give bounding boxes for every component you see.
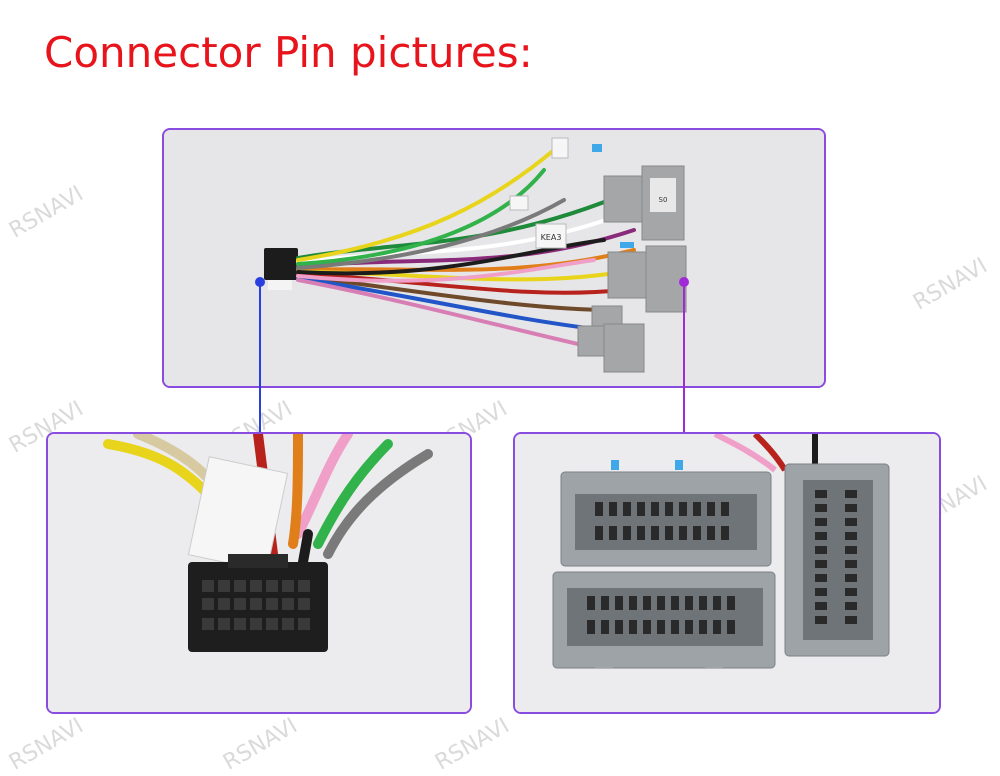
wire-tag-label: KEA3: [541, 233, 562, 242]
harness-overview-photo: KEA3 S0: [162, 128, 826, 388]
sticker-label: S0: [659, 196, 668, 204]
black-plug-illustration: [48, 434, 470, 712]
blue-pointer-dot: [255, 277, 265, 287]
grey-connectors-illustration: [515, 434, 939, 712]
page-title: Connector Pin pictures:: [44, 28, 533, 77]
grey-connectors-closeup-photo: [513, 432, 941, 714]
black-plug-closeup-photo: [46, 432, 472, 714]
harness-illustration: KEA3 S0: [164, 130, 824, 386]
purple-pointer-dot: [679, 277, 689, 287]
